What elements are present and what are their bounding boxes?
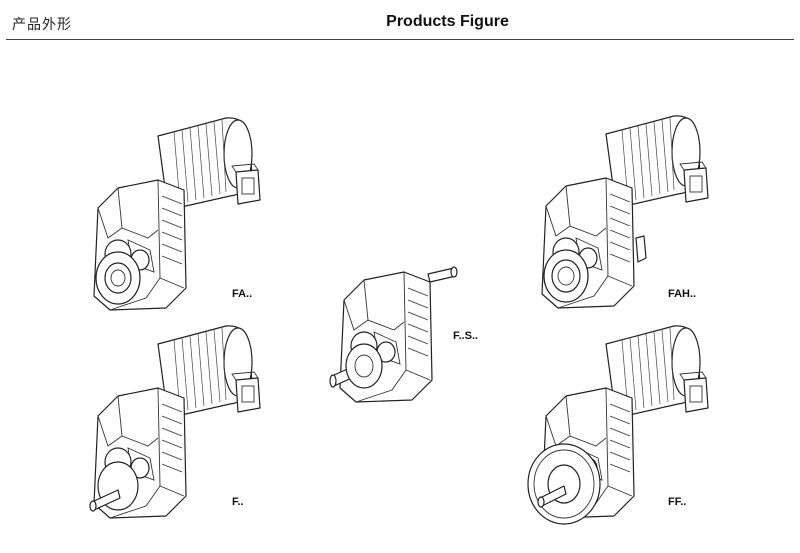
gear-motor-flange-mounted-icon xyxy=(527,325,709,525)
figure-label-fa: FA.. xyxy=(232,288,253,300)
product-figure-fs xyxy=(324,254,474,419)
figure-label-ff: FF.. xyxy=(668,496,687,508)
header-divider xyxy=(6,39,794,40)
figure-label-f: F.. xyxy=(232,496,244,508)
figure-label-fah: FAH.. xyxy=(668,288,697,300)
header-title-chinese: 产品外形 xyxy=(12,17,72,33)
figure-label-fs: F..S.. xyxy=(453,330,479,342)
header-title-english: Products Figure xyxy=(386,13,509,30)
product-figure-f xyxy=(88,325,268,541)
gear-motor-hollow-shaft-icon xyxy=(93,117,261,311)
gear-motor-solid-shaft-icon xyxy=(89,325,261,519)
product-figure-fa xyxy=(88,117,268,333)
product-figure-ff xyxy=(526,325,716,541)
gear-reducer-solid-shaft-icon xyxy=(329,266,458,403)
product-figure-fah xyxy=(536,115,716,331)
gear-motor-hollow-shaft-shrink-disk-icon xyxy=(541,115,709,309)
